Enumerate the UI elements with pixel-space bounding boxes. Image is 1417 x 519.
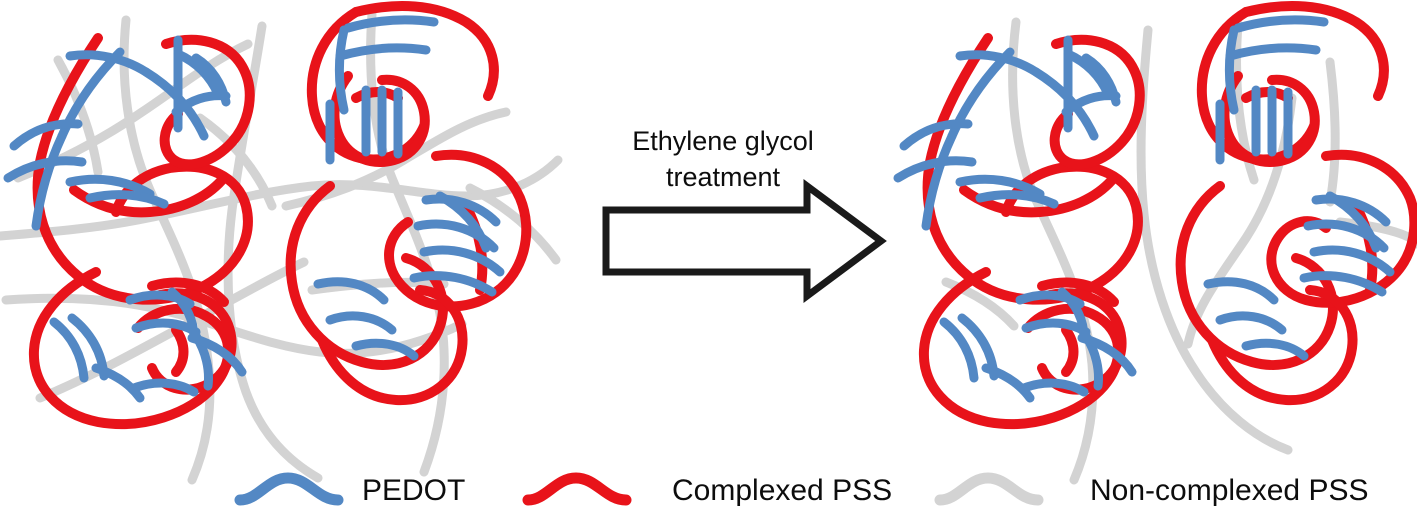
legend-item-non-complexed-pss: Non-complexed PSS xyxy=(934,472,1368,507)
arrow-caption-line-1: Ethylene glycol xyxy=(632,126,814,156)
pedot-swatch-icon xyxy=(234,472,344,506)
legend-item-complexed-pss: Complexed PSS xyxy=(522,472,892,507)
non-complexed-pss-network-before xyxy=(0,9,563,485)
complexed-pss-swatch-icon xyxy=(522,472,632,506)
legend-item-pedot: PEDOT xyxy=(234,472,465,507)
legend-label-non-complexed-pss: Non-complexed PSS xyxy=(1090,474,1368,507)
pedot-chains-after xyxy=(893,15,1395,403)
pedot-chains-before xyxy=(3,15,505,403)
legend-label-pedot: PEDOT xyxy=(362,474,465,507)
process-arrow-group: Ethylene glycol treatment xyxy=(602,126,887,303)
legend: PEDOT Complexed PSS Non-complexed PSS xyxy=(234,472,1368,507)
arrow-caption-line-2: treatment xyxy=(666,162,781,192)
panel-before xyxy=(0,1,563,485)
legend-label-complexed-pss: Complexed PSS xyxy=(672,474,892,507)
right-arrow-icon xyxy=(602,179,887,303)
panel-after xyxy=(893,1,1417,485)
non-complexed-pss-swatch-icon xyxy=(934,472,1044,506)
